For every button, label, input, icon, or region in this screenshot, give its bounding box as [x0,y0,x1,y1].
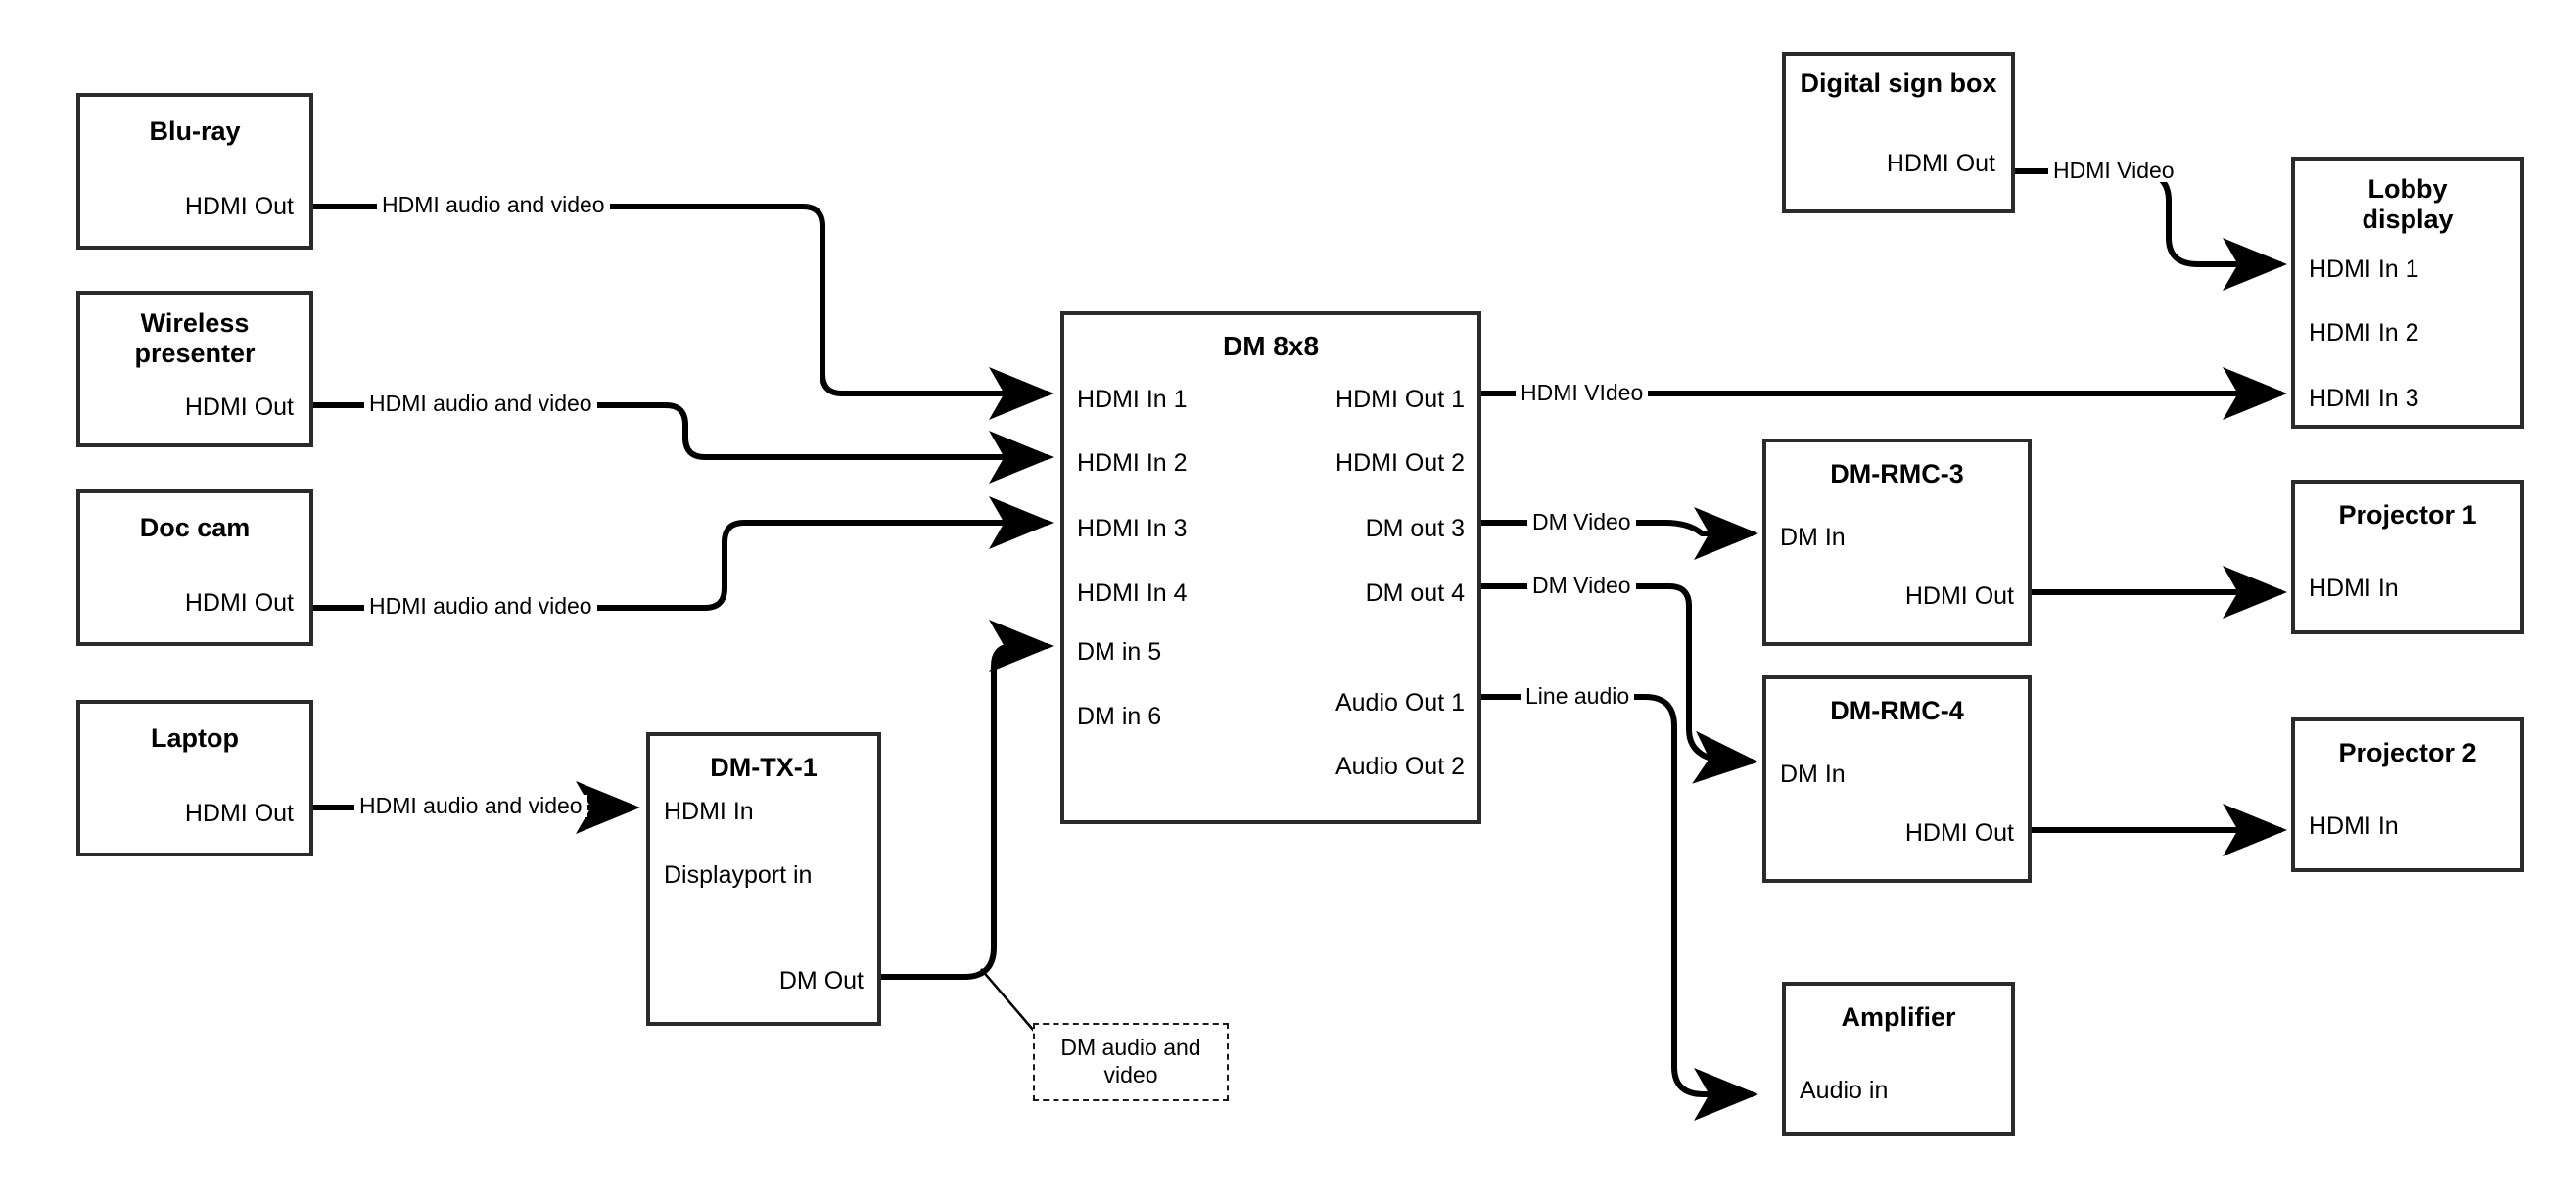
port-hdmi-out[interactable]: HDMI Out [184,393,294,421]
wire-wireless-to-dm8x8 [313,402,1054,484]
port-audio-out-1[interactable]: Audio Out 1 [1335,689,1465,716]
node-title: DM-RMC-3 [1830,459,1964,488]
edge-label-doccam: HDMI audio and video [364,595,597,618]
node-amplifier[interactable]: Amplifier Audio in [1782,982,2015,1136]
node-blu-ray[interactable]: Blu-ray HDMI Out [76,93,313,250]
node-wireless-presenter[interactable]: Wireless presenter HDMI Out [76,291,313,447]
port-displayport-in[interactable]: Displayport in [664,861,813,889]
edge-label-dm-out3: DM Video [1527,511,1636,533]
node-title: Laptop [151,723,239,753]
node-title: Blu-ray [149,116,241,146]
node-dm-rmc-3[interactable]: DM-RMC-3 DM In HDMI Out [1762,439,2032,646]
port-dm-in-5[interactable]: DM in 5 [1077,638,1162,666]
node-projector-2[interactable]: Projector 2 HDMI In [2291,717,2524,872]
port-dm-in[interactable]: DM In [1780,524,1846,551]
node-title: Digital sign box [1800,69,1997,98]
port-hdmi-in[interactable]: HDMI In [2309,812,2399,840]
port-hdmi-in-2[interactable]: HDMI In 2 [1077,449,1188,477]
node-title: Amplifier [1841,1002,1956,1032]
port-hdmi-in-2[interactable]: HDMI In 2 [2309,319,2419,346]
node-doc-cam[interactable]: Doc cam HDMI Out [76,489,313,646]
port-hdmi-in[interactable]: HDMI In [664,798,754,825]
wire-dmtx1-to-dm8x8 [881,620,1054,980]
node-projector-1[interactable]: Projector 1 HDMI In [2291,480,2524,634]
port-hdmi-out[interactable]: HDMI Out [1904,819,2014,847]
edge-label-line-audio: Line audio [1521,685,1635,708]
edge-label-sign-to-lobby: HDMI Video [2048,160,2179,182]
port-dm-in-6[interactable]: DM in 6 [1077,703,1162,730]
port-hdmi-in-1[interactable]: HDMI In 1 [1077,386,1188,413]
node-digital-sign-box[interactable]: Digital sign box HDMI Out [1782,52,2015,213]
node-dm-8x8[interactable]: DM 8x8 HDMI In 1 HDMI In 2 HDMI In 3 HDM… [1060,311,1481,824]
wire-dm8x8-to-rmc3 [1481,507,1758,560]
wire-dm8x8-to-amplifier [1481,694,1758,1121]
port-hdmi-in-3[interactable]: HDMI In 3 [1077,515,1188,542]
edge-label-bluray: HDMI audio and video [377,194,610,216]
callout-dm-audio-and-video: DM audio and video [1033,1023,1229,1101]
edge-label-wireless: HDMI audio and video [364,393,597,415]
node-lobby-display[interactable]: Lobby display HDMI In 1 HDMI In 2 HDMI I… [2291,157,2524,429]
port-audio-out-2[interactable]: Audio Out 2 [1335,753,1465,780]
callout-leader-line [980,968,1041,1039]
wire-bluray-to-dm8x8 [313,204,1054,420]
wire-signbox-to-lobby [2015,168,2287,291]
node-title: DM 8x8 [1222,331,1320,361]
wire-doccam-to-dm8x8 [313,496,1054,611]
node-title: Projector 1 [2338,500,2477,530]
port-hdmi-out[interactable]: HDMI Out [1886,150,1995,177]
port-audio-in[interactable]: Audio in [1800,1077,1889,1104]
port-hdmi-out[interactable]: HDMI Out [184,800,294,827]
callout-text: DM audio and video [1060,1035,1201,1087]
port-hdmi-out[interactable]: HDMI Out [1904,582,2014,610]
port-dm-out-3[interactable]: DM out 3 [1365,515,1465,542]
node-title: DM-RMC-4 [1830,696,1964,725]
port-hdmi-out-2[interactable]: HDMI Out 2 [1335,449,1465,477]
port-dm-out-4[interactable]: DM out 4 [1365,579,1465,607]
edge-label-dm-out1: HDMI VIdeo [1516,382,1649,404]
wire-dm8x8-to-rmc4 [1481,583,1758,784]
node-dm-tx-1[interactable]: DM-TX-1 HDMI In Displayport in DM Out [646,732,881,1026]
node-laptop[interactable]: Laptop HDMI Out [76,700,313,856]
node-title: DM-TX-1 [710,753,818,782]
node-title: Wireless presenter [134,308,256,369]
edge-label-laptop: HDMI audio and video [354,795,587,817]
node-title: Projector 2 [2338,738,2477,767]
node-dm-rmc-4[interactable]: DM-RMC-4 DM In HDMI Out [1762,675,2032,883]
port-dm-out[interactable]: DM Out [778,967,864,994]
port-hdmi-in-1[interactable]: HDMI In 1 [2309,255,2419,283]
port-dm-in[interactable]: DM In [1780,761,1846,788]
node-title: Doc cam [139,513,251,542]
port-hdmi-out-1[interactable]: HDMI Out 1 [1335,386,1465,413]
port-hdmi-in-3[interactable]: HDMI In 3 [2309,385,2419,412]
port-hdmi-in[interactable]: HDMI In [2309,575,2399,602]
port-hdmi-out[interactable]: HDMI Out [184,193,294,220]
edge-label-dm-out4: DM Video [1527,575,1636,597]
node-title: Lobby display [2362,174,2454,235]
port-hdmi-in-4[interactable]: HDMI In 4 [1077,579,1188,607]
port-hdmi-out[interactable]: HDMI Out [184,589,294,617]
